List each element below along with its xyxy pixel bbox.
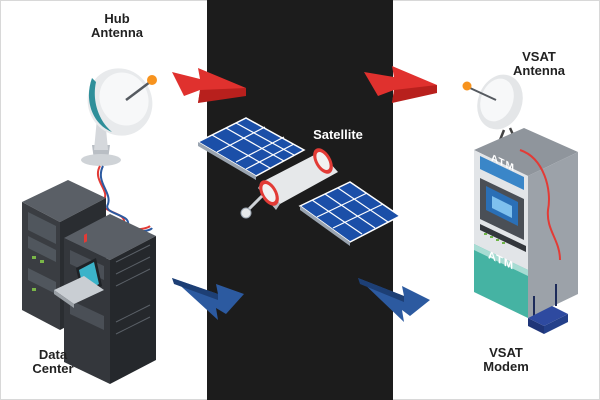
data-center-icon [22,180,156,384]
hub-antenna-label-line2: Antenna [91,25,143,40]
solar-panel-right [298,181,402,246]
satellite-body [240,148,338,219]
hub-antenna-icon [81,68,157,166]
data-center-label-line2: Center [32,361,74,376]
vsat-modem-label: VSAT Modem [466,346,546,374]
vsat-antenna-label-line1: VSAT [522,49,556,64]
satellite-label: Satellite [313,127,363,142]
vsat-modem-label-line1: VSAT [489,345,523,360]
atm-machine-label-line2: Machine [414,197,467,212]
satellite-icon [196,117,402,246]
vsat-antenna-label-line2: Antenna [513,63,565,78]
vsat-modem-icon [528,284,568,334]
hub-antenna-label: Hub Antenna [72,12,162,40]
vsat-antenna-icon [462,74,523,151]
vsat-modem-label-line2: Modem [483,359,529,374]
data-center-label: Data Center [18,348,88,376]
data-center-label-line1: Data [38,347,68,362]
downlink-arrow-left [172,278,244,320]
vsat-antenna-label: VSAT Antenna [494,50,584,78]
downlink-arrow-right [358,278,430,322]
uplink-arrow-left [172,68,246,103]
uplink-arrow-right [364,66,437,103]
hub-antenna-label-line1: Hub [104,11,130,26]
atm-machine-label-line1: ATM [427,183,455,198]
atm-sign [480,156,524,190]
solar-panel-left [196,117,306,180]
atm-machine-label: ATM Machine [406,184,476,212]
